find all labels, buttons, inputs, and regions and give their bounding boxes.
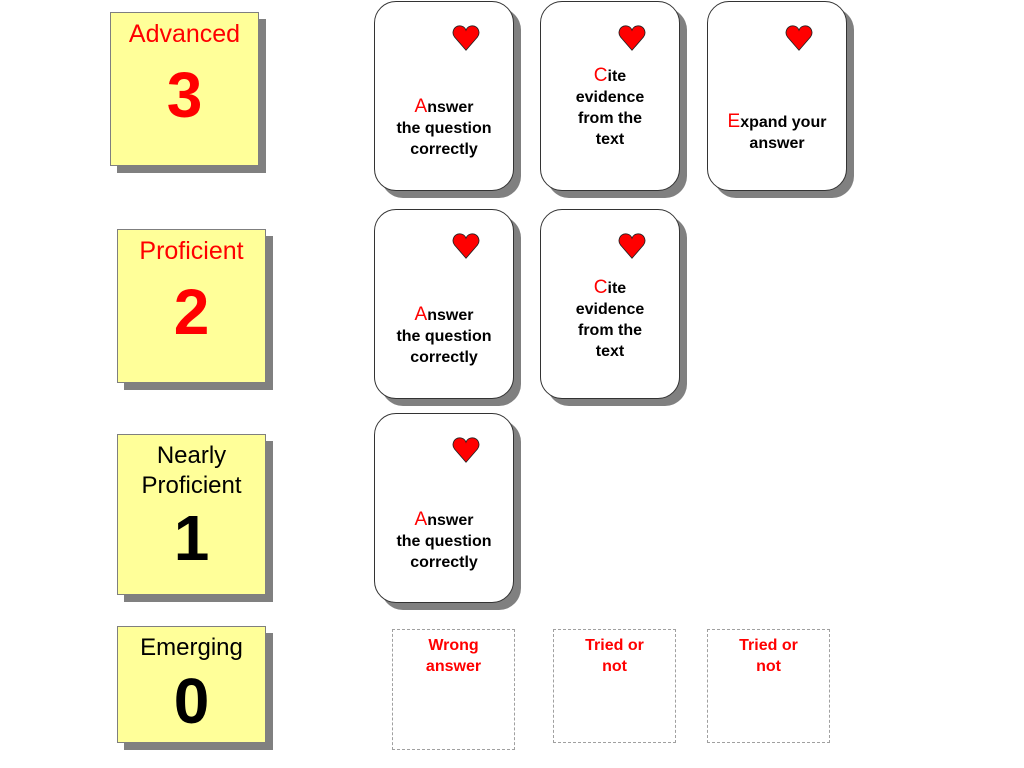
heart-icon	[618, 233, 646, 259]
card-answer-nearly-proficient[interactable]: Answer the question correctly	[374, 413, 514, 603]
slot-label-line: answer	[425, 658, 482, 675]
criteria-line: answer	[749, 135, 805, 152]
criteria-word-rest: xpand your	[740, 114, 827, 131]
criteria-line: text	[595, 343, 625, 360]
criteria-word-rest: nswer	[427, 99, 474, 116]
criteria-initial: A	[414, 304, 428, 325]
empty-slot-wrong-answer[interactable]: Wrong answer	[392, 629, 515, 750]
criteria-line: text	[595, 131, 625, 148]
heart-icon	[618, 25, 646, 51]
slot-label-line: Tried or	[739, 637, 798, 654]
level-number: 1	[173, 502, 210, 574]
criteria-word-rest: ite	[607, 68, 627, 85]
criteria-line: the question	[396, 533, 492, 550]
card-expand-advanced[interactable]: Expand your answer	[707, 1, 847, 191]
criteria-initial: E	[727, 111, 741, 132]
criteria-initial: A	[414, 96, 428, 117]
criteria-line: the question	[396, 328, 492, 345]
card-answer-advanced[interactable]: Answer the question correctly	[374, 1, 514, 191]
criteria-initial: A	[414, 509, 428, 530]
card-cite-proficient[interactable]: Cite evidence from the text	[540, 209, 680, 399]
card-text: Expand your answer	[708, 111, 846, 154]
heart-icon	[452, 437, 480, 463]
criteria-line: evidence	[575, 301, 645, 318]
criteria-line: correctly	[410, 141, 478, 158]
slot-label-line: Wrong	[428, 637, 479, 654]
level-proficient-note: Proficient 2	[117, 229, 266, 383]
level-emerging-note: Emerging 0	[117, 626, 266, 743]
card-text: Answer the question correctly	[375, 96, 513, 160]
level-name: Emerging	[140, 634, 243, 661]
card-text: Cite evidence from the text	[541, 65, 679, 150]
heart-icon	[452, 233, 480, 259]
slot-label-line: Tried or	[585, 637, 644, 654]
level-name: Proficient	[139, 237, 244, 265]
criteria-word-rest: ite	[607, 280, 627, 297]
criteria-line: from the	[578, 110, 642, 127]
criteria-initial: C	[593, 277, 608, 298]
card-text: Cite evidence from the text	[541, 277, 679, 362]
level-name: Advanced	[128, 20, 241, 48]
card-text: Answer the question correctly	[375, 304, 513, 368]
criteria-line: from the	[578, 322, 642, 339]
card-cite-advanced[interactable]: Cite evidence from the text	[540, 1, 680, 191]
level-nearly-proficient-note: Nearly Proficient 1	[117, 434, 266, 595]
slot-label-line: not	[602, 658, 627, 675]
level-name-line: Nearly	[156, 442, 227, 469]
heart-icon	[785, 25, 813, 51]
heart-icon	[452, 25, 480, 51]
level-number: 0	[173, 665, 210, 737]
criteria-initial: C	[593, 65, 608, 86]
card-answer-proficient[interactable]: Answer the question correctly	[374, 209, 514, 399]
empty-slot-tried-or-not[interactable]: Tried or not	[553, 629, 676, 743]
card-text: Answer the question correctly	[375, 509, 513, 573]
criteria-line: correctly	[410, 554, 478, 571]
slot-label-line: not	[756, 658, 781, 675]
criteria-word-rest: nswer	[427, 307, 474, 324]
empty-slot-tried-or-not[interactable]: Tried or not	[707, 629, 830, 743]
criteria-line: evidence	[575, 89, 645, 106]
criteria-line: the question	[396, 120, 492, 137]
criteria-line: correctly	[410, 349, 478, 366]
level-name-line: Proficient	[141, 472, 242, 499]
level-number: 3	[166, 59, 203, 131]
level-number: 2	[173, 276, 210, 348]
criteria-word-rest: nswer	[427, 512, 474, 529]
level-advanced-note: Advanced 3	[110, 12, 259, 166]
